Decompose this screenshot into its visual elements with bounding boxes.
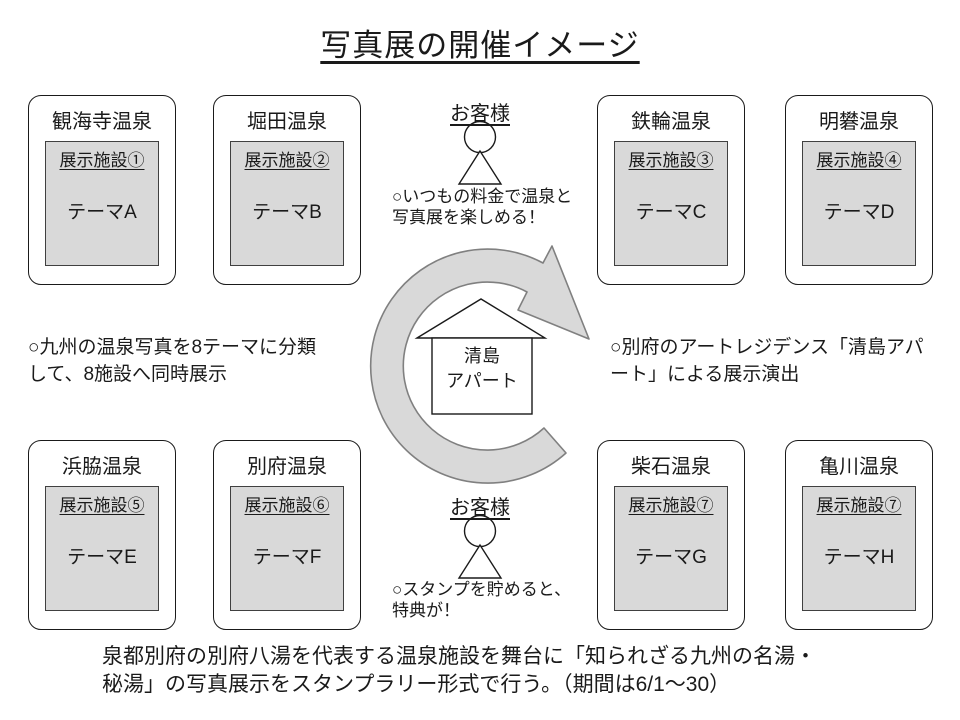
exhibit-theme: テーマD — [823, 202, 895, 223]
footer-description: 泉都別府の別府八湯を代表する温泉施設を舞台に「知られざる九州の名湯・ 秘湯」の写… — [102, 645, 816, 696]
page-title-text: 写真展の開催イメージ — [320, 28, 640, 63]
exhibit-box: 展示施設① テーマA — [45, 141, 159, 266]
exhibit-theme: テーマE — [67, 547, 137, 568]
customer-label-bottom: お客様 — [450, 497, 510, 519]
facility-card-kankaiji: 観海寺温泉 展示施設① テーマA — [28, 95, 176, 285]
building-label: 清島 アパート — [446, 346, 518, 391]
exhibit-theme: テーマB — [252, 202, 322, 223]
exhibit-box: 展示施設③ テーマC — [614, 141, 728, 266]
facility-name: 明礬温泉 — [819, 111, 899, 133]
facility-card-shibaseki: 柴石温泉 展示施設⑦ テーマG — [597, 440, 745, 630]
exhibit-label: 展示施設⑦ — [628, 496, 714, 515]
facility-name: 柴石温泉 — [631, 456, 711, 478]
exhibit-box: 展示施設④ テーマD — [802, 141, 916, 266]
exhibit-box: 展示施設⑦ テーマG — [614, 486, 728, 611]
note-right: ○別府のアートレジデンス「清島アパ ート」による展示演出 — [610, 337, 924, 385]
facility-card-beppu: 別府温泉 展示施設⑥ テーマF — [213, 440, 361, 630]
exhibit-label: 展示施設① — [59, 151, 145, 170]
facility-card-kannawa: 鉄輪温泉 展示施設③ テーマC — [597, 95, 745, 285]
facility-name: 浜脇温泉 — [62, 456, 142, 478]
customer-note-top: ○いつもの料金で温泉と 写真展を楽しめる！ — [392, 187, 573, 227]
exhibit-theme: テーマF — [252, 547, 322, 568]
facility-name: 別府温泉 — [247, 456, 327, 478]
person-icon-top — [457, 120, 503, 185]
facility-name: 亀川温泉 — [819, 456, 899, 478]
customer-label-top: お客様 — [450, 103, 510, 125]
facility-name: 堀田温泉 — [247, 111, 327, 133]
customer-note-bottom: ○スタンプを貯めると、 特典が！ — [392, 580, 572, 620]
facility-name: 観海寺温泉 — [52, 111, 152, 133]
exhibit-theme: テーマG — [635, 547, 707, 568]
person-icon-bottom — [457, 514, 503, 579]
exhibit-label: 展示施設④ — [816, 151, 902, 170]
facility-card-kamegawa: 亀川温泉 展示施設⑦ テーマH — [785, 440, 933, 630]
facility-card-horita: 堀田温泉 展示施設② テーマB — [213, 95, 361, 285]
facility-card-myoban: 明礬温泉 展示施設④ テーマD — [785, 95, 933, 285]
exhibit-label: 展示施設③ — [628, 151, 714, 170]
exhibit-label: 展示施設⑤ — [59, 496, 145, 515]
exhibit-theme: テーマH — [823, 547, 895, 568]
exhibit-label: 展示施設⑥ — [244, 496, 330, 515]
exhibit-theme: テーマC — [635, 202, 707, 223]
facility-card-hamawaki: 浜脇温泉 展示施設⑤ テーマE — [28, 440, 176, 630]
exhibit-box: 展示施設⑥ テーマF — [230, 486, 344, 611]
exhibit-box: 展示施設⑤ テーマE — [45, 486, 159, 611]
page-title: 写真展の開催イメージ — [0, 20, 960, 65]
exhibit-box: 展示施設② テーマB — [230, 141, 344, 266]
exhibit-label: 展示施設② — [244, 151, 330, 170]
note-left: ○九州の温泉写真を8テーマに分類 して、8施設へ同時展示 — [28, 337, 317, 385]
facility-name: 鉄輪温泉 — [631, 111, 711, 133]
exhibit-theme: テーマA — [67, 202, 137, 223]
exhibit-label: 展示施設⑦ — [816, 496, 902, 515]
exhibit-box: 展示施設⑦ テーマH — [802, 486, 916, 611]
